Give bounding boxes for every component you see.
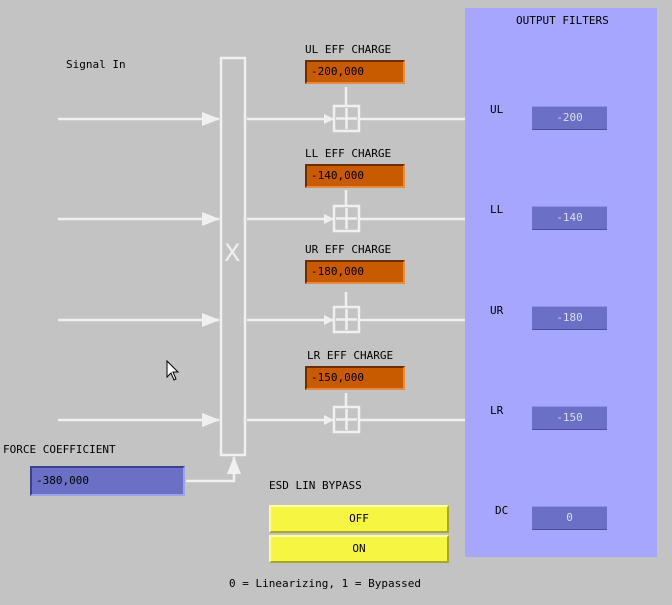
force-feed-wire [186,456,241,483]
ur-output-label: UR [490,304,504,317]
ul-output-value: -200 [532,106,607,130]
bypass-on-button[interactable]: ON [269,535,449,563]
ul-charge-field[interactable]: -200,000 [305,60,405,84]
ll-charge-field[interactable]: -140,000 [305,164,405,188]
sum-junction-ll [332,204,361,233]
multiplier-block [219,56,247,457]
esd-lin-bypass-label: ESD LIN BYPASS [269,479,362,492]
lr-output-value: -150 [532,406,607,430]
ur-charge-label: UR EFF CHARGE [305,243,392,256]
sum-junction-ul [332,104,361,133]
dc-output-label: DC [495,504,509,517]
sum-junction-lr [332,405,361,434]
bypass-off-button[interactable]: OFF [269,505,449,533]
output-filters-panel [465,8,657,557]
ll-output-label: LL [490,203,504,216]
ll-output-value: -140 [532,206,607,230]
force-coefficient-label: FORCE COEFFICIENT [3,443,116,456]
lr-charge-field[interactable]: -150,000 [305,366,405,390]
ll-charge-label: LL EFF CHARGE [305,147,392,160]
signal-in-label: Signal In [66,58,126,71]
mouse-pointer-icon [166,360,180,381]
ul-charge-label: UL EFF CHARGE [305,43,392,56]
ul-output-label: UL [490,103,504,116]
lr-output-label: LR [490,404,504,417]
dc-output-value: 0 [532,506,607,530]
ur-output-value: -180 [532,306,607,330]
multiplier-symbol: X [224,239,241,267]
ur-charge-field[interactable]: -180,000 [305,260,405,284]
output-filters-title: OUTPUT FILTERS [516,14,609,27]
lr-charge-label: LR EFF CHARGE [307,349,394,362]
sum-junction-ur [332,305,361,334]
force-coefficient-field[interactable]: -380,000 [30,466,185,496]
bypass-legend: 0 = Linearizing, 1 = Bypassed [229,577,422,590]
